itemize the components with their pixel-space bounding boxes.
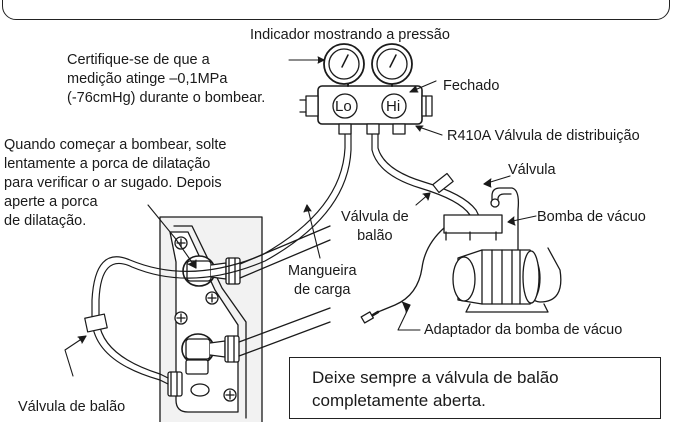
service-valve-lower <box>168 334 239 396</box>
pump-instruction-line-5: de dilatação. <box>4 213 87 229</box>
manifold-gauge <box>300 80 432 134</box>
high-pressure-gauge <box>372 44 412 84</box>
charge-hose-line-2: de carga <box>294 282 351 298</box>
vacuum-pump-drawing <box>361 188 561 323</box>
pump-instruction-label: Quando começar a bombear, solte lentamen… <box>4 136 226 231</box>
pump-instruction-line-4: aperte a porca <box>4 194 98 210</box>
lo-knob <box>333 94 357 118</box>
pump-instruction-line-2: lentamente a porca de dilatação <box>4 156 211 172</box>
charge-hose-pump <box>372 125 480 222</box>
pump-instruction-line-3: para verificar o ar sugado. Depois <box>4 175 222 191</box>
pump-adapter-label: Adaptador da bomba de vácuo <box>424 322 623 338</box>
hi-gauge-label: Hi <box>386 98 401 115</box>
charge-hose-label: Mangueira de carga <box>288 262 357 300</box>
vacuum-pump-label: Bomba de vácuo <box>537 209 646 225</box>
ball-valve-center-line-1: Válvula de <box>341 209 409 225</box>
outdoor-unit-panel <box>160 217 262 422</box>
certify-pressure-label: Certifique-se de que a medição atinge –0… <box>67 51 265 108</box>
manifold-label: R410A Válvula de distribuição <box>447 128 640 144</box>
pump-instruction-line-1: Quando começar a bombear, solte <box>4 137 227 153</box>
certify-line-3: (-76cmHg) durante o bombear. <box>67 90 266 106</box>
leader-lines <box>65 57 536 376</box>
hi-knob <box>382 94 406 118</box>
ball-valve-center-label: Válvula de balão <box>341 208 409 246</box>
charge-hose-line-1: Mangueira <box>288 263 357 279</box>
ball-valve-center-line-2: balão <box>357 228 393 244</box>
valve-label: Válvula <box>508 162 556 178</box>
gauge-indicator-label: Indicador mostrando a pressão <box>250 27 450 43</box>
certify-line-1: Certifique-se de que a <box>67 52 210 68</box>
closed-label: Fechado <box>443 78 500 94</box>
charge-hose-left <box>85 125 351 384</box>
note-line-1: Deixe sempre a válvula de balão <box>312 368 559 387</box>
lo-gauge-label: Lo <box>335 98 352 115</box>
ball-valve-bottom-label: Válvula de balão <box>18 399 126 415</box>
note-line-2: completamente aberta. <box>312 391 486 410</box>
low-pressure-gauge <box>324 44 364 84</box>
note-box: Deixe sempre a válvula de balão completa… <box>289 357 661 419</box>
certify-line-2: medição atinge –0,1MPa <box>67 71 228 87</box>
